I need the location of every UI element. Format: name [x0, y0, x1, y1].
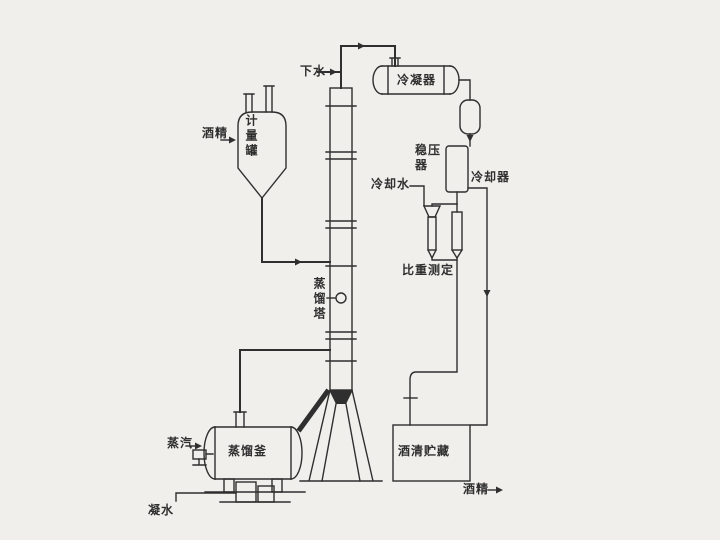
- column-pedestal: [296, 388, 383, 482]
- flow-arrow: [229, 136, 236, 144]
- label-gravity-measurement: 比重测定: [402, 263, 455, 277]
- pump: [175, 481, 291, 503]
- piping: [239, 45, 396, 413]
- flow-arrow: [330, 68, 337, 76]
- measuring-tank-vessel: [220, 85, 287, 200]
- label-distillation-column: 蒸馏塔: [312, 277, 326, 322]
- label-drain-water: 下水: [300, 64, 327, 78]
- label-alcohol-out: 酒精: [463, 482, 490, 496]
- flow-arrow: [483, 290, 491, 297]
- distillation-kettle-vessel: [203, 411, 306, 493]
- cooler-vessel: [445, 145, 488, 426]
- cooling-water-line: [409, 185, 425, 207]
- condenser-vessel: [372, 57, 471, 101]
- label-distillation-kettle: 蒸馏釜: [228, 444, 268, 458]
- label-steam: 蒸汽: [167, 436, 194, 450]
- label-alcohol-feed: 酒精: [202, 126, 229, 140]
- label-spirit-storage: 酒清贮藏: [398, 444, 451, 458]
- label-cooling-water: 冷却水: [371, 177, 411, 191]
- label-condensate-water: 凝水: [148, 503, 175, 517]
- steam-inlet-valve: [185, 445, 214, 466]
- flow-arrow: [195, 442, 202, 450]
- flow-arrow: [496, 486, 503, 494]
- label-condenser: 冷凝器: [397, 73, 437, 87]
- distillation-column-vessel: [325, 87, 357, 391]
- flow-arrow: [466, 135, 474, 142]
- flow-arrow: [358, 42, 365, 50]
- gravity-measurement-devices: [403, 203, 463, 426]
- label-pressure-stabilizer: 稳压器: [415, 143, 442, 172]
- flow-arrow: [295, 258, 302, 266]
- storage-tank-vessel: [392, 424, 498, 491]
- flow-arrows: [195, 42, 503, 494]
- label-measuring-tank: 计量罐: [244, 114, 258, 159]
- label-cooler: 冷却器: [471, 170, 511, 184]
